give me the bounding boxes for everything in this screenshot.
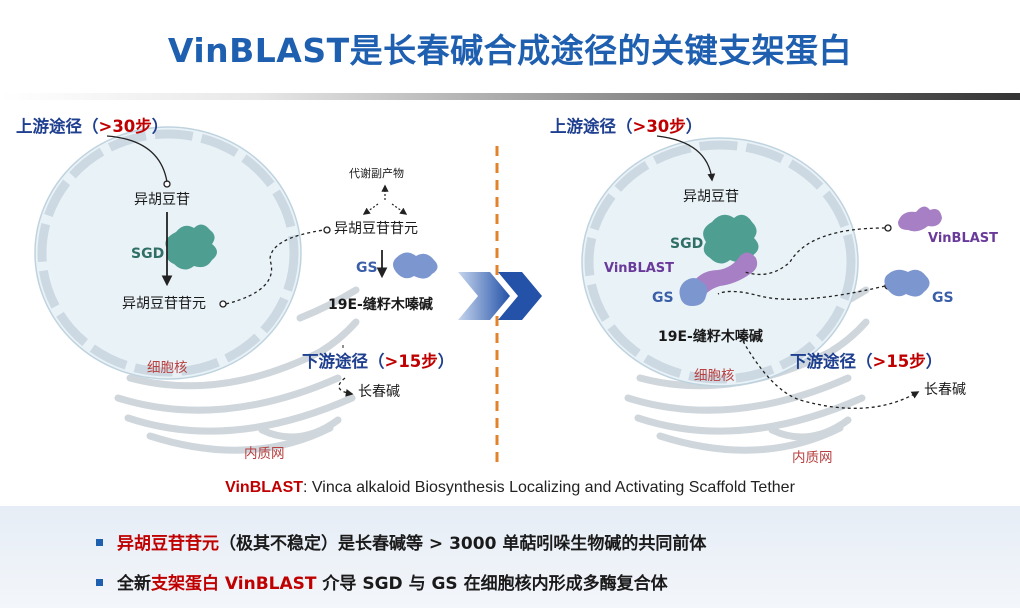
downstream-value: >15步 (872, 352, 926, 371)
bullet-1: 异胡豆苷苷元（极其不稳定）是长春碱等 > 3000 单萜吲哚生物碱的共同前体 (96, 529, 706, 554)
sgd-label-right: SGD (670, 236, 704, 252)
page-title: VinBLAST是长春碱合成途径的关键支架蛋白 (167, 31, 853, 70)
gs-label-free: GS (932, 290, 954, 306)
gs-protein-left (393, 252, 438, 279)
acronym: VinBLAST (225, 479, 304, 496)
vinblast-label-free: VinBLAST (928, 231, 999, 246)
nucleus-label-left: 细胞核 (147, 360, 188, 376)
bullet-2-prefix: 全新 (117, 574, 151, 594)
nucleus-label-right: 细胞核 (694, 368, 735, 384)
upstream-value: >30步 (98, 117, 152, 136)
downstream-label-left: 下游途径（>15步） (302, 352, 455, 371)
product-label-right: 19E-缝籽木嗪碱 (658, 329, 763, 345)
upstream-label-right: 上游途径（>30步） (550, 117, 703, 136)
upstream-value: >30步 (632, 117, 686, 136)
gs-label-left: GS (356, 260, 378, 276)
vinblast-label-complex: VinBLAST (604, 261, 675, 276)
gs-protein-right (679, 278, 708, 306)
square-bullet-icon (96, 538, 103, 546)
acronym-expansion: : Vinca alkaloid Biosynthesis Localizing… (303, 479, 795, 496)
gs-label-complex: GS (652, 290, 674, 306)
downstream-suffix: ） (925, 352, 943, 371)
bullet-2-text: 介导 SGD 与 GS 在细胞核内形成多酶复合体 (316, 574, 668, 594)
bullet-2-highlight: 支架蛋白 VinBLAST (151, 574, 317, 594)
product-label-left: 19E-缝籽木嗪碱 (328, 297, 433, 313)
gs-protein-free (884, 269, 930, 297)
upstream-label-left: 上游途径（>30步） (16, 117, 169, 136)
er-label-right: 内质网 (792, 450, 833, 466)
strictosidine-label-left: 异胡豆苷 (134, 192, 190, 208)
chevron-double-right-icon (458, 272, 542, 320)
downstream-label-right: 下游途径（>15步） (790, 352, 943, 371)
upstream-suffix: ） (151, 117, 169, 136)
vinblast-protein-free (898, 206, 942, 232)
upstream-prefix: 上游途径（ (16, 117, 99, 136)
summary-panel (0, 506, 1020, 608)
vinblastine-label-left: 长春碱 (358, 384, 400, 400)
upstream-prefix: 上游途径（ (550, 117, 633, 136)
sgd-protein-right (703, 214, 759, 264)
upstream-suffix: ） (685, 117, 703, 136)
sgd-label-left: SGD (131, 246, 165, 262)
side-products-label: 代谢副产物 (349, 167, 404, 180)
downstream-prefix: 下游途径（ (302, 352, 385, 371)
acronym-note: VinBLAST: Vinca alkaloid Biosynthesis Lo… (0, 479, 1020, 497)
aglycone-label-left-cytosol: 异胡豆苷苷元 (334, 221, 418, 237)
aglycone-label-left-nucleus: 异胡豆苷苷元 (122, 296, 206, 312)
er-label-left: 内质网 (244, 446, 285, 462)
bullet-1-text: （极其不稳定）是长春碱等 > 3000 单萜吲哚生物碱的共同前体 (219, 534, 707, 554)
downstream-value: >15步 (384, 352, 438, 371)
strictosidine-label-right: 异胡豆苷 (683, 189, 739, 205)
downstream-suffix: ） (437, 352, 455, 371)
square-bullet-icon (96, 578, 103, 586)
bullet-1-highlight: 异胡豆苷苷元 (117, 534, 219, 554)
bullet-2: 全新支架蛋白 VinBLAST 介导 SGD 与 GS 在细胞核内形成多酶复合体 (96, 569, 668, 594)
sgd-protein-left (165, 224, 217, 270)
downstream-prefix: 下游途径（ (790, 352, 873, 371)
pathway-diagram (34, 126, 942, 466)
er-membrane-left (114, 286, 360, 454)
title-divider (0, 93, 1020, 100)
vinblastine-label-right: 长春碱 (924, 382, 966, 398)
